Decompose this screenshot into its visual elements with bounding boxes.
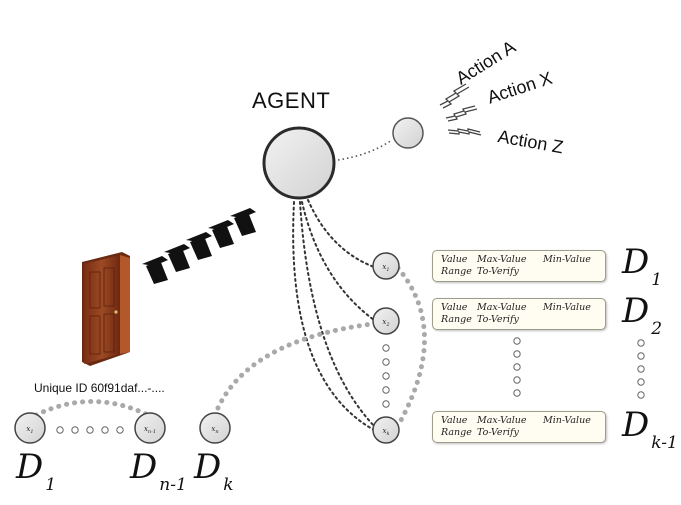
agent-variable-links xyxy=(292,199,377,431)
field-to-verify: To-Verify xyxy=(477,314,519,325)
field-range: Range xyxy=(441,427,472,438)
variable-nodes: x1 x2 xk xyxy=(372,252,400,444)
field-to-verify: To-Verify xyxy=(477,427,519,438)
bottom-node-xn-1: xn-1 xyxy=(134,412,166,444)
door-icon xyxy=(82,252,130,366)
field-min-value: Min-Value xyxy=(543,254,591,265)
agent-to-xk-link-outer xyxy=(292,201,375,431)
field-value: Value xyxy=(441,302,468,313)
bottom-node-x1: x1 xyxy=(14,412,46,444)
variable-node-x2: x2 xyxy=(372,307,400,335)
field-min-value: Min-Value xyxy=(543,302,591,313)
field-value: Value xyxy=(441,415,468,426)
field-box-1: Value Max-Value Min-Value Range To-Verif… xyxy=(432,250,606,282)
field-range: Range xyxy=(441,266,472,277)
field-to-verify: To-Verify xyxy=(477,266,519,277)
unique-id-label: Unique ID 60f91daf...-.... xyxy=(34,381,165,395)
bottom-node-xn: xn xyxy=(199,412,231,444)
chevron-arrow-icon xyxy=(142,208,256,284)
agent-to-x2-link xyxy=(301,201,375,321)
field-box-k-1: Value Max-Value Min-Value Range To-Verif… xyxy=(432,411,606,443)
field-max-value: Max-Value xyxy=(477,302,527,313)
field-max-value: Max-Value xyxy=(477,254,527,265)
svg-text:xn-1: xn-1 xyxy=(144,425,156,435)
agent-node xyxy=(262,126,336,200)
field-range: Range xyxy=(441,314,472,325)
variable-node-x1: x1 xyxy=(372,252,400,280)
svg-text:x2: x2 xyxy=(382,318,389,328)
field-box-2: Value Max-Value Min-Value Range To-Verif… xyxy=(432,298,606,330)
xn-to-x2-link xyxy=(215,321,375,411)
svg-text:x1: x1 xyxy=(382,263,389,273)
box-ellipsis xyxy=(513,337,521,397)
agent-label: AGENT xyxy=(252,88,331,113)
bottom-arc-link xyxy=(33,399,151,418)
bottom-ellipsis xyxy=(56,426,124,434)
x1-to-xk-link xyxy=(395,265,427,425)
svg-text:xn: xn xyxy=(211,425,218,435)
svg-text:x1: x1 xyxy=(26,425,33,435)
action-node xyxy=(392,117,424,149)
agent-to-xk-link-inner xyxy=(299,201,377,429)
agent-to-action-link xyxy=(337,139,393,161)
variable-ellipsis xyxy=(382,344,390,408)
lightning-icon xyxy=(439,83,482,136)
dataset-ellipsis xyxy=(637,339,645,399)
field-value: Value xyxy=(441,254,468,265)
agent-to-x1-link xyxy=(307,199,375,268)
field-min-value: Min-Value xyxy=(543,415,591,426)
bottom-nodes: x1 xn-1 xn xyxy=(14,412,231,444)
field-max-value: Max-Value xyxy=(477,415,527,426)
svg-text:xk: xk xyxy=(383,427,390,437)
variable-node-xk: xk xyxy=(372,416,400,444)
